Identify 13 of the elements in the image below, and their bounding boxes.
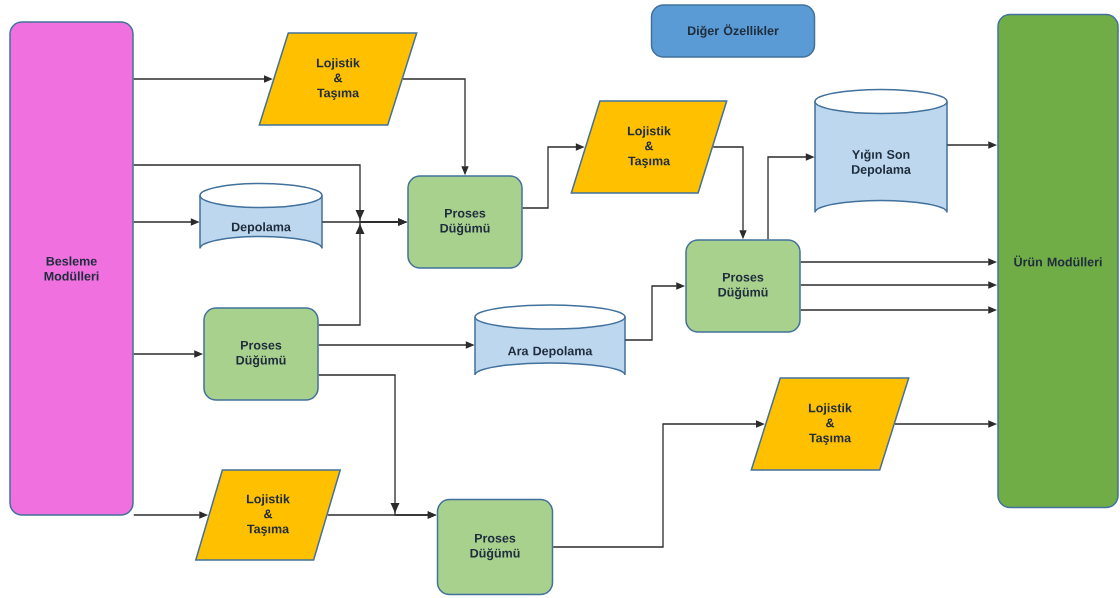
storage-cylinder: Ara Depolama <box>474 304 626 376</box>
module-box: Besleme Modülleri <box>9 21 134 516</box>
process-box: Proses Düğümü <box>407 175 523 269</box>
module-box: Ürün Modülleri <box>997 13 1119 509</box>
storage-cylinder: Depolama <box>199 182 323 250</box>
parallelogram: Lojistik & Taşıma <box>258 32 418 126</box>
process-box: Proses Düğümü <box>436 498 554 596</box>
storage-cylinder: Yığın Son Depolama <box>814 88 948 214</box>
label-box: Diğer Özellikler <box>650 4 816 58</box>
parallelogram: Lojistik & Taşıma <box>750 377 910 471</box>
process-box: Proses Düğümü <box>685 239 801 333</box>
parallelogram: Lojistik & Taşıma <box>570 100 728 194</box>
process-box: Proses Düğümü <box>203 307 319 401</box>
